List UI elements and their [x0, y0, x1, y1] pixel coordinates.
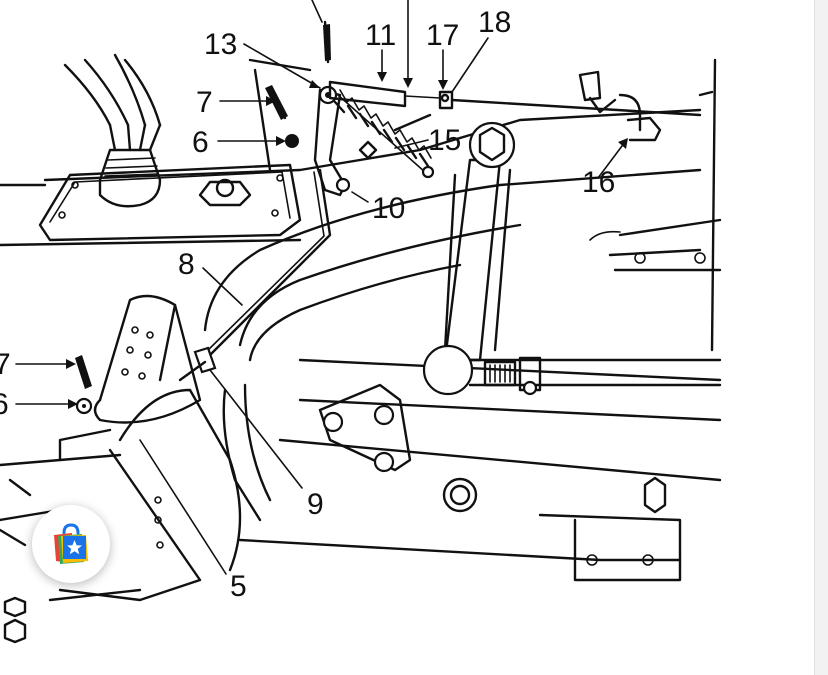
callout-7-lower: 7: [0, 348, 11, 381]
pedal-assembly: [0, 294, 242, 644]
callout-17: 17: [426, 19, 459, 52]
housing-outline: [0, 53, 722, 582]
throttle-linkage: [323, 20, 714, 142]
callout-18: 18: [478, 6, 511, 39]
app-store-bag-star-icon: [54, 523, 88, 564]
callout-7-upper: 7: [196, 86, 213, 119]
return-spring: [333, 89, 435, 179]
leader-lines: [15, 0, 628, 575]
governor-arm: [422, 121, 722, 396]
callout-5: 5: [230, 570, 247, 603]
callout-6-upper: 6: [192, 126, 209, 159]
callout-13: 13: [204, 28, 237, 61]
callout-8: 8: [178, 248, 195, 281]
callout-11: 11: [365, 19, 396, 52]
callout-16: 16: [582, 166, 615, 199]
callout-labels: 13 11 17 18 7 6 15 10 16 8 7 6 9 5: [0, 6, 615, 603]
callout-15: 15: [428, 124, 461, 157]
control-rod: [178, 168, 332, 382]
scroll-gutter: [814, 0, 828, 675]
callout-10: 10: [372, 192, 405, 225]
callout-9: 9: [307, 488, 324, 521]
app-store-badge-button[interactable]: [32, 505, 110, 583]
callout-6-lower: 6: [0, 388, 9, 421]
